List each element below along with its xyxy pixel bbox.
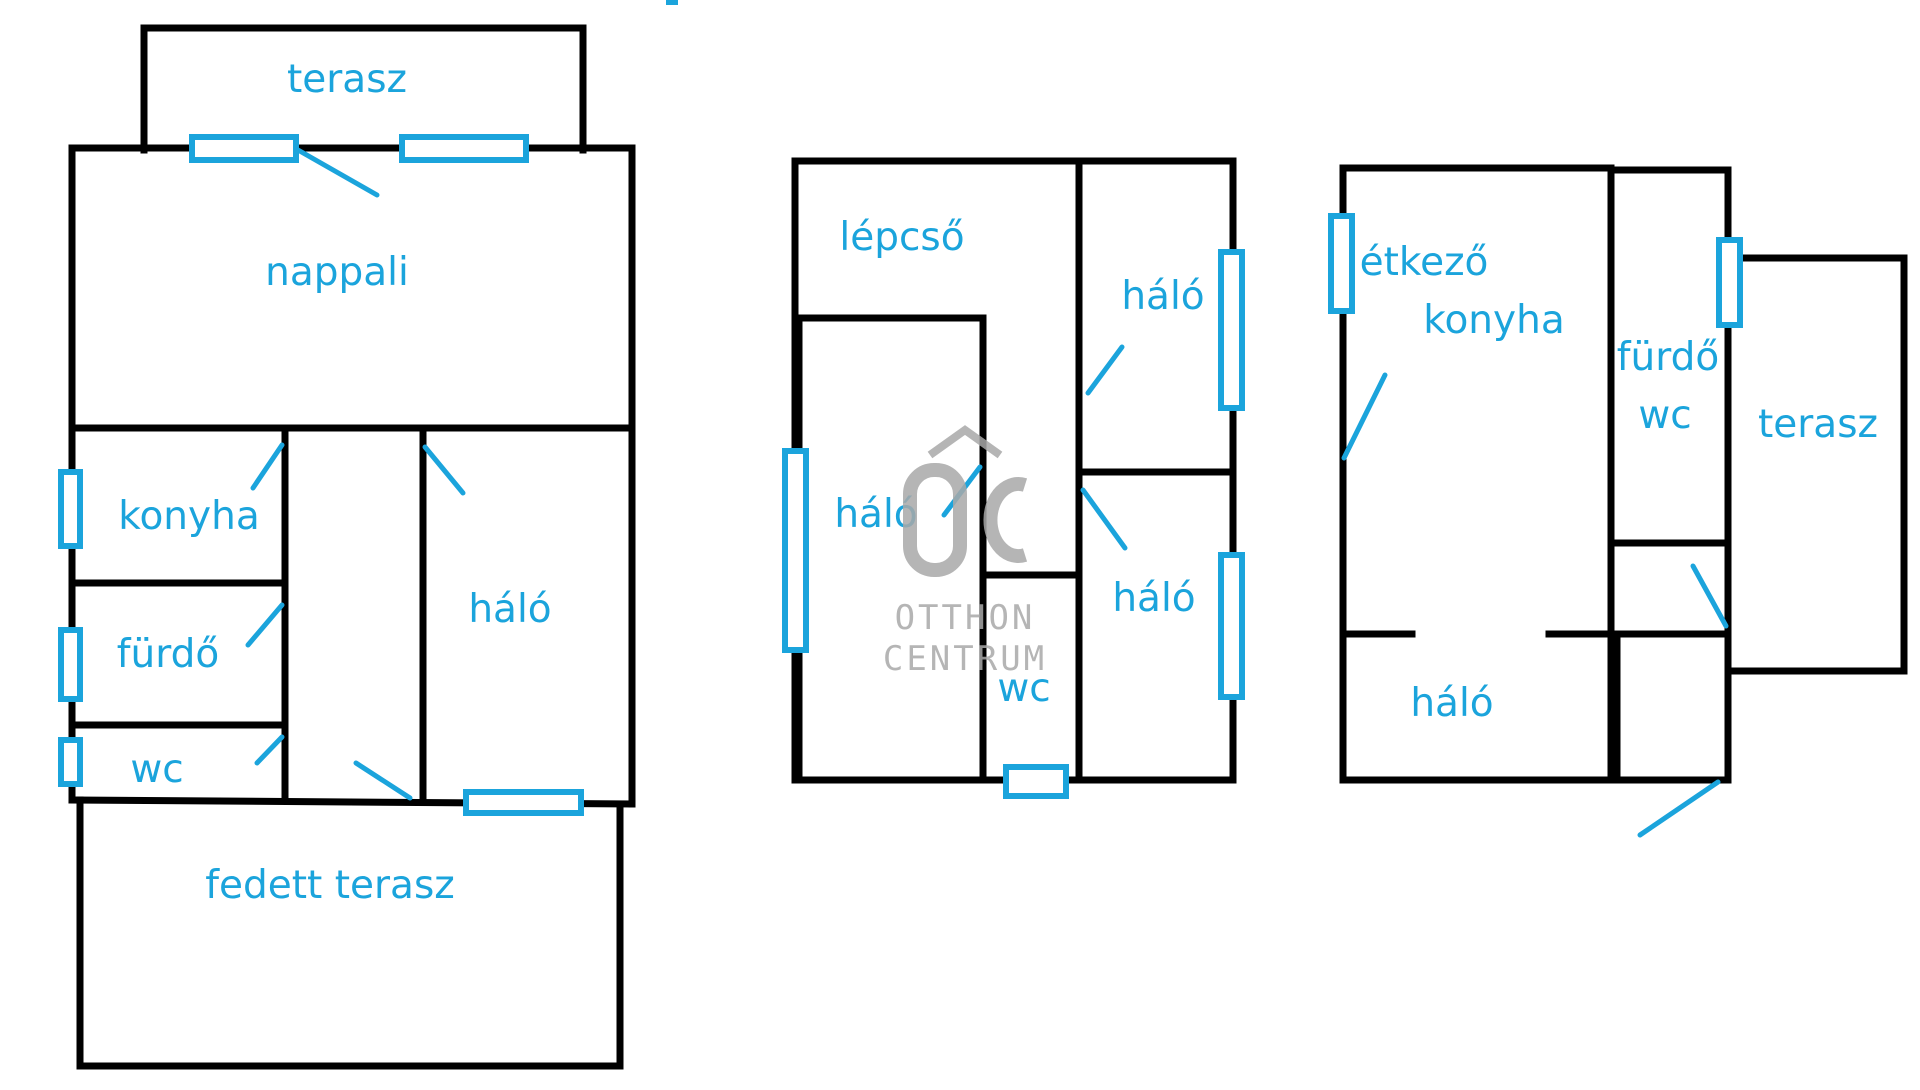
- window: [1716, 237, 1743, 328]
- floor-ground-walls: [68, 24, 636, 1070]
- window: [1218, 552, 1245, 700]
- floor-third-walls: [1339, 164, 1908, 784]
- door-swing: [250, 442, 285, 491]
- window: [58, 469, 83, 549]
- window: [399, 134, 529, 163]
- room-label-bedroom: háló: [1121, 274, 1204, 319]
- watermark-otthon-centrum: OTTHON CENTRUM: [883, 425, 1047, 679]
- window: [1003, 764, 1069, 799]
- window: [1328, 213, 1355, 314]
- room-label-living-room: nappali: [265, 250, 409, 295]
- window: [463, 789, 584, 816]
- otthon-centrum-logo-icon: [903, 425, 1028, 577]
- door-swing: [295, 147, 380, 198]
- room-label-bedroom: háló: [1410, 681, 1493, 726]
- floor-upper: lépcső háló háló háló wc: [782, 157, 1245, 799]
- room-label-wc: wc: [130, 747, 183, 792]
- door-swing: [1341, 372, 1388, 461]
- floor-upper-doors: [941, 344, 1128, 551]
- floor-third-labels: étkező konyha fürdő wc terasz háló: [1360, 240, 1878, 726]
- room-label-bedroom: háló: [1112, 576, 1195, 621]
- window: [782, 448, 809, 653]
- watermark-line-2: CENTRUM: [883, 639, 1047, 679]
- window: [58, 737, 83, 787]
- room-label-bedroom: háló: [468, 587, 551, 632]
- room-label-dining: étkező: [1360, 240, 1489, 285]
- room-label-terrace: terasz: [1758, 402, 1878, 447]
- floor-ground: terasz nappali konyha fürdő wc háló fede…: [58, 24, 636, 1070]
- window: [58, 627, 83, 702]
- door-swing: [245, 602, 285, 648]
- window: [189, 134, 299, 163]
- floor-third: étkező konyha fürdő wc terasz háló: [1328, 164, 1908, 838]
- floor-third-doors: [1341, 372, 1729, 838]
- room-label-bathroom: fürdő: [1617, 335, 1719, 380]
- door-swing: [1085, 344, 1125, 396]
- floor-ground-labels: terasz nappali konyha fürdő wc háló fede…: [117, 57, 552, 908]
- room-label-wc: wc: [1638, 393, 1691, 438]
- floor-third-windows: [1328, 213, 1743, 328]
- door-swing: [1637, 779, 1721, 838]
- room-label-wc: wc: [997, 666, 1050, 711]
- room-label-terrace: terasz: [287, 57, 407, 102]
- door-swing: [1690, 563, 1729, 629]
- floor-ground-doors: [245, 147, 466, 801]
- cropped-title-mark: [666, 0, 678, 5]
- room-label-kitchen: konyha: [118, 494, 259, 539]
- door-swing: [1080, 487, 1128, 551]
- room-label-bathroom: fürdő: [117, 632, 219, 677]
- room-label-stairs: lépcső: [839, 215, 964, 260]
- floor-ground-windows: [58, 134, 584, 816]
- door-swing: [254, 734, 285, 766]
- door-swing: [353, 760, 413, 801]
- room-label-covered-terrace: fedett terasz: [205, 863, 454, 908]
- room-label-kitchen: konyha: [1423, 298, 1564, 343]
- floor-upper-windows: [782, 249, 1245, 799]
- door-swing: [422, 444, 466, 496]
- watermark-line-1: OTTHON: [895, 598, 1036, 638]
- window: [1218, 249, 1245, 411]
